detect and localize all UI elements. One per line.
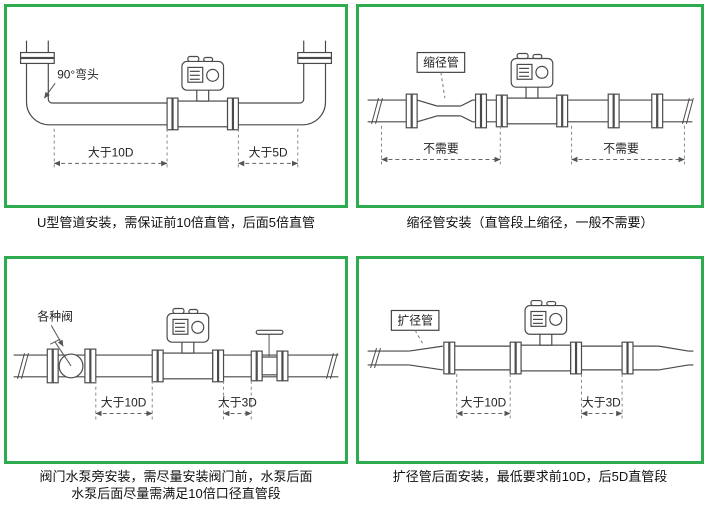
dim-label-left: 不需要 [423,142,459,156]
elbow-leader-line [43,82,56,99]
expander-tag-label: 扩径管 [397,313,433,327]
caption-valves-line1: 阀门水泵旁安装，需尽量安装阀门前，水泵后面 [39,469,313,484]
flowmeter-icon [151,307,225,383]
tag-leader-line [414,330,424,345]
valves-diagram: 各种阀 大于10D 大于3D [13,307,339,420]
dim-label-left: 大于10D [101,396,147,410]
panel-u-pipe: 大于10D 大于5D 90°弯头 [4,4,348,208]
flowmeter-icon [166,55,239,131]
caption-valves: 阀门水泵旁安装，需尽量安装阀门前，水泵后面 水泵后面尽量需满足10倍口径直管段 [0,468,352,502]
dimension-extensions [53,128,299,170]
dim-label-right: 大于5D [249,145,288,159]
dim-label-right: 不需要 [603,142,639,156]
pipe-body [367,97,694,124]
flange-pairs [443,341,634,375]
flowmeter-icon [495,52,569,128]
dim-label-right: 大于3D [218,396,257,410]
panel-reducer: 缩径管 不需要 不需要 [356,4,704,208]
u-pipe-diagram: 大于10D 大于5D 90°弯头 [19,40,333,170]
dim-label-left: 大于10D [88,145,134,159]
valve-tag-label: 各种阀 [37,309,73,323]
dim-label-left: 大于10D [461,396,507,410]
right-riser-flange [297,51,333,65]
tag-leader-line [50,325,64,347]
dimension-extensions [381,125,685,166]
left-riser-flange [19,51,55,65]
gate-valve [250,329,289,382]
caption-valves-line2: 水泵后面尽量需满足10倍口径直管段 [71,486,281,501]
dim-label-right: 大于3D [582,396,621,410]
reducer-tag-label: 缩径管 [423,55,459,69]
butterfly-valve [46,338,97,384]
panel-expander: 扩径管 大于10D 大于3D [356,256,704,464]
pipe-body [367,345,694,371]
reducer-diagram: 缩径管 不需要 不需要 [367,51,694,166]
caption-expander: 扩径管后面安装，最低要求前10D，后5D直管段 [392,469,668,484]
reducer-tag-box [416,51,466,73]
elbow-label: 90°弯头 [57,67,99,81]
panel-valves: 各种阀 大于10D 大于3D [4,256,348,464]
expander-diagram: 扩径管 大于10D 大于3D [367,299,694,420]
caption-reducer: 缩径管安装（直管段上缩径，一般不需要） [406,215,654,230]
tag-leader-line [440,72,446,99]
flange-pairs [405,93,664,129]
caption-u-pipe: U型管道安装，需保证前10倍直管，后面5倍直管 [36,215,316,230]
flowmeter-icon [509,299,583,375]
